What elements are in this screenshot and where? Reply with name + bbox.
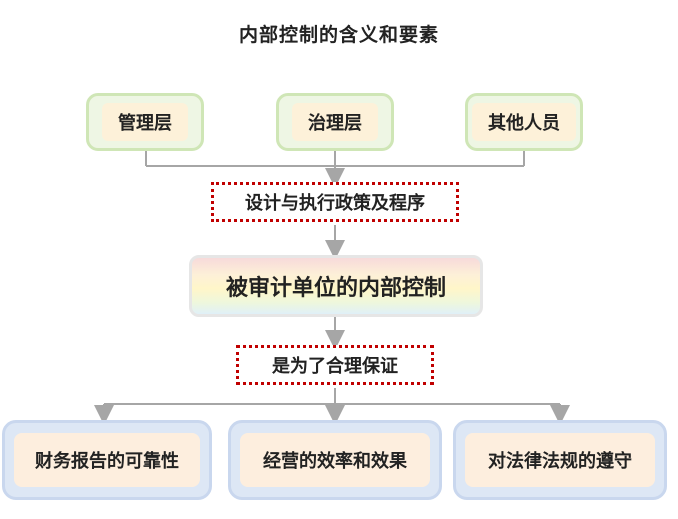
- actor-label-management: 管理层: [102, 103, 188, 141]
- actor-label-governance: 治理层: [292, 103, 378, 141]
- objective-label-operations: 经营的效率和效果: [240, 433, 430, 487]
- objective-label-compliance: 对法律法规的遵守: [465, 433, 655, 487]
- objective-box-operations: 经营的效率和效果: [228, 420, 442, 500]
- objective-box-compliance: 对法律法规的遵守: [453, 420, 667, 500]
- actor-label-others: 其他人员: [472, 103, 576, 141]
- internal-control-box: 被审计单位的内部控制: [189, 255, 483, 317]
- reasonable-assurance-box: 是为了合理保证: [236, 345, 434, 385]
- diagram-title: 内部控制的含义和要素: [238, 24, 439, 46]
- actor-box-management: 管理层: [86, 93, 204, 151]
- actor-box-others: 其他人员: [465, 93, 583, 151]
- objective-label-reporting: 财务报告的可靠性: [14, 433, 200, 487]
- design-execute-box: 设计与执行政策及程序: [211, 182, 459, 222]
- actor-box-governance: 治理层: [276, 93, 394, 151]
- objective-box-reporting: 财务报告的可靠性: [2, 420, 212, 500]
